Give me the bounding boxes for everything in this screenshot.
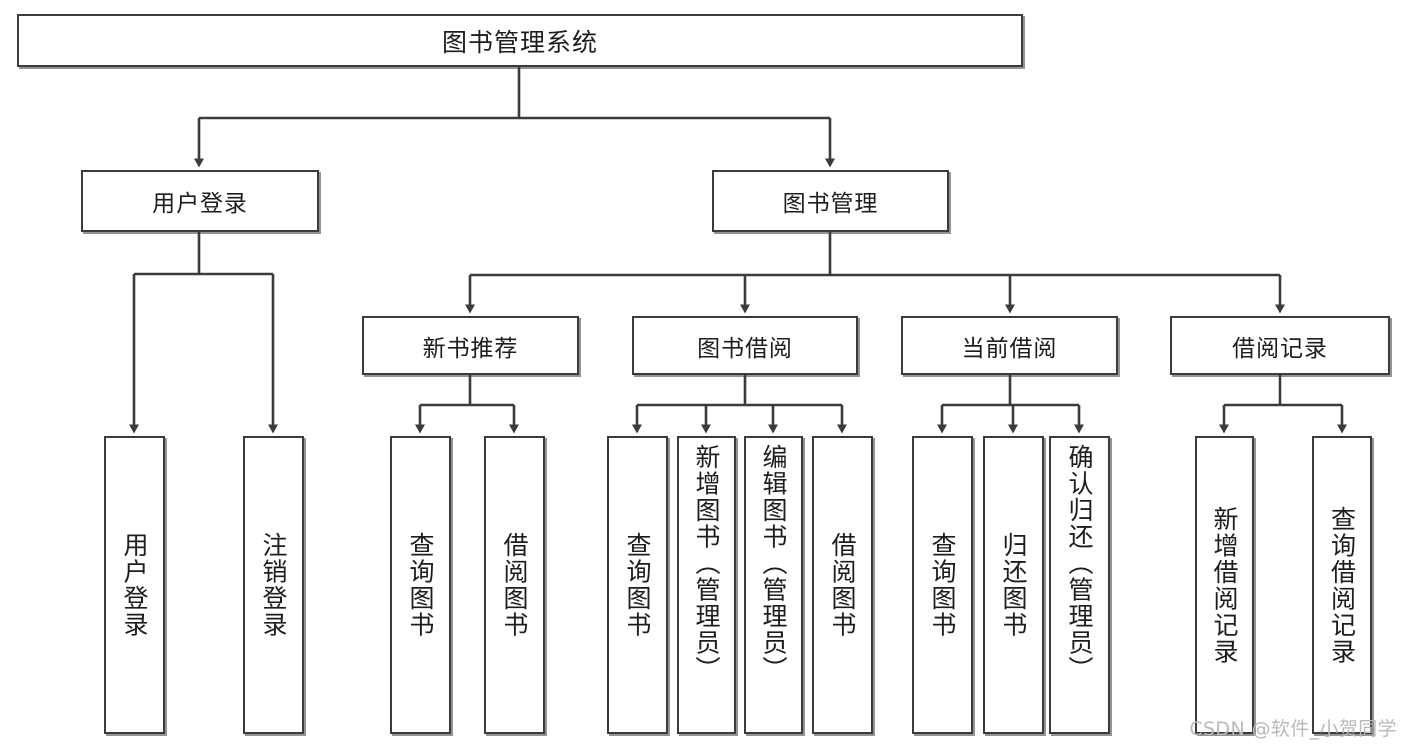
leaf-book-borrow-edit-label: 编辑图书（管理员） bbox=[759, 444, 788, 683]
node-borrow-record-label: 借阅记录 bbox=[1232, 335, 1328, 362]
leaf-book-borrow-add[interactable]: 新增图书（管理员） bbox=[677, 436, 736, 734]
leaf-borrow-record-add-label: 新增借阅记录 bbox=[1210, 505, 1239, 665]
leaf-new-book-borrow-label: 借阅图书 bbox=[500, 532, 529, 638]
node-user-login[interactable]: 用户登录 bbox=[81, 170, 319, 232]
node-book-management[interactable]: 图书管理 bbox=[712, 170, 949, 232]
leaf-current-borrow-query-label: 查询图书 bbox=[928, 532, 957, 638]
leaf-book-borrow-edit[interactable]: 编辑图书（管理员） bbox=[744, 436, 803, 734]
watermark-text: CSDN @软件_小贺同学 bbox=[1189, 718, 1397, 740]
node-book-borrow-label: 图书借阅 bbox=[697, 335, 793, 362]
leaf-current-borrow-confirm-label: 确认归还（管理员） bbox=[1065, 444, 1094, 683]
node-borrow-record[interactable]: 借阅记录 bbox=[1170, 316, 1390, 375]
leaf-book-borrow-lend-label: 借阅图书 bbox=[828, 532, 857, 638]
leaf-current-borrow-confirm[interactable]: 确认归还（管理员） bbox=[1049, 436, 1110, 734]
node-root-system[interactable]: 图书管理系统 bbox=[17, 14, 1023, 67]
leaf-current-borrow-return-label: 归还图书 bbox=[999, 532, 1028, 638]
leaf-borrow-record-query[interactable]: 查询借阅记录 bbox=[1312, 436, 1372, 734]
node-new-book-recommend-label: 新书推荐 bbox=[422, 335, 519, 362]
leaf-book-borrow-query[interactable]: 查询图书 bbox=[607, 436, 668, 734]
leaf-book-borrow-lend[interactable]: 借阅图书 bbox=[812, 436, 873, 734]
node-current-borrow-label: 当前借阅 bbox=[961, 335, 1058, 362]
leaf-new-book-query[interactable]: 查询图书 bbox=[390, 436, 451, 734]
leaf-book-borrow-query-label: 查询图书 bbox=[623, 532, 652, 638]
leaf-new-book-query-label: 查询图书 bbox=[406, 532, 435, 638]
leaf-current-borrow-return[interactable]: 归还图书 bbox=[983, 436, 1044, 734]
node-current-borrow[interactable]: 当前借阅 bbox=[901, 316, 1118, 375]
leaf-borrow-record-query-label: 查询借阅记录 bbox=[1327, 505, 1357, 665]
leaf-current-borrow-query[interactable]: 查询图书 bbox=[912, 436, 973, 734]
leaf-book-borrow-add-label: 新增图书（管理员） bbox=[692, 444, 721, 683]
leaf-user-login-signout[interactable]: 注销登录 bbox=[243, 436, 304, 734]
node-book-management-label: 图书管理 bbox=[782, 191, 879, 217]
node-root-system-label: 图书管理系统 bbox=[441, 27, 598, 57]
node-book-borrow[interactable]: 图书借阅 bbox=[632, 316, 858, 375]
leaf-new-book-borrow[interactable]: 借阅图书 bbox=[484, 436, 545, 734]
leaf-user-login-signin-label: 用户登录 bbox=[120, 532, 149, 638]
node-user-login-label: 用户登录 bbox=[152, 191, 248, 217]
leaf-user-login-signout-label: 注销登录 bbox=[259, 532, 288, 638]
node-new-book-recommend[interactable]: 新书推荐 bbox=[362, 316, 579, 375]
leaf-user-login-signin[interactable]: 用户登录 bbox=[104, 436, 165, 734]
leaf-borrow-record-add[interactable]: 新增借阅记录 bbox=[1195, 436, 1254, 734]
